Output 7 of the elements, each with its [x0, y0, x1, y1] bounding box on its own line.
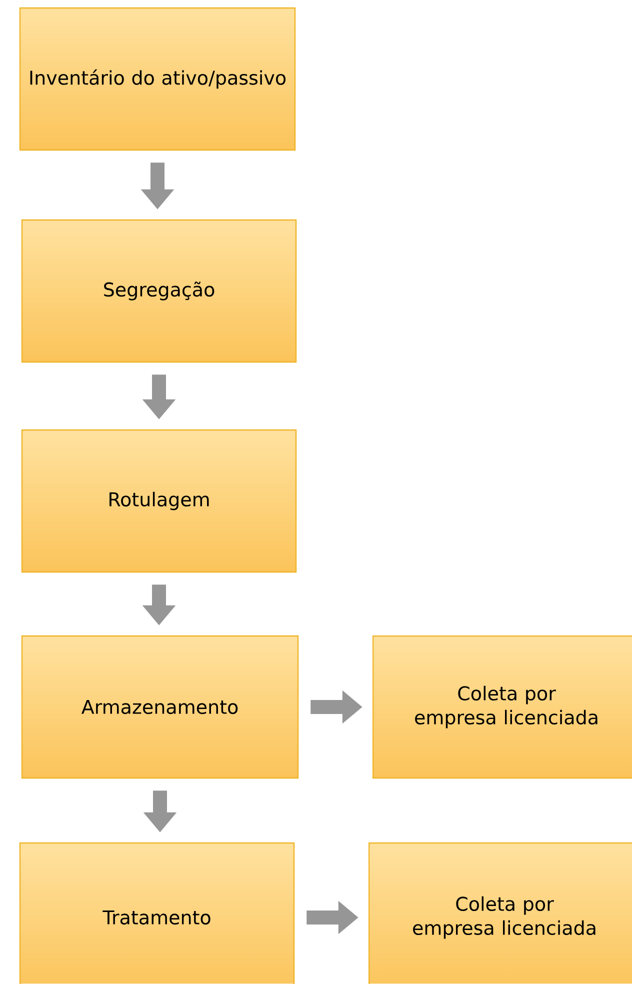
process-box: Tratamento [19, 842, 295, 984]
process-box: Inventário do ativo/passivo [19, 7, 296, 151]
process-box: Coleta por empresa licenciada [368, 842, 632, 984]
process-box: Armazenamento [21, 635, 299, 779]
process-box: Rotulagem [21, 429, 297, 573]
process-box: Segregação [21, 219, 297, 363]
process-box: Coleta por empresa licenciada [372, 635, 632, 779]
